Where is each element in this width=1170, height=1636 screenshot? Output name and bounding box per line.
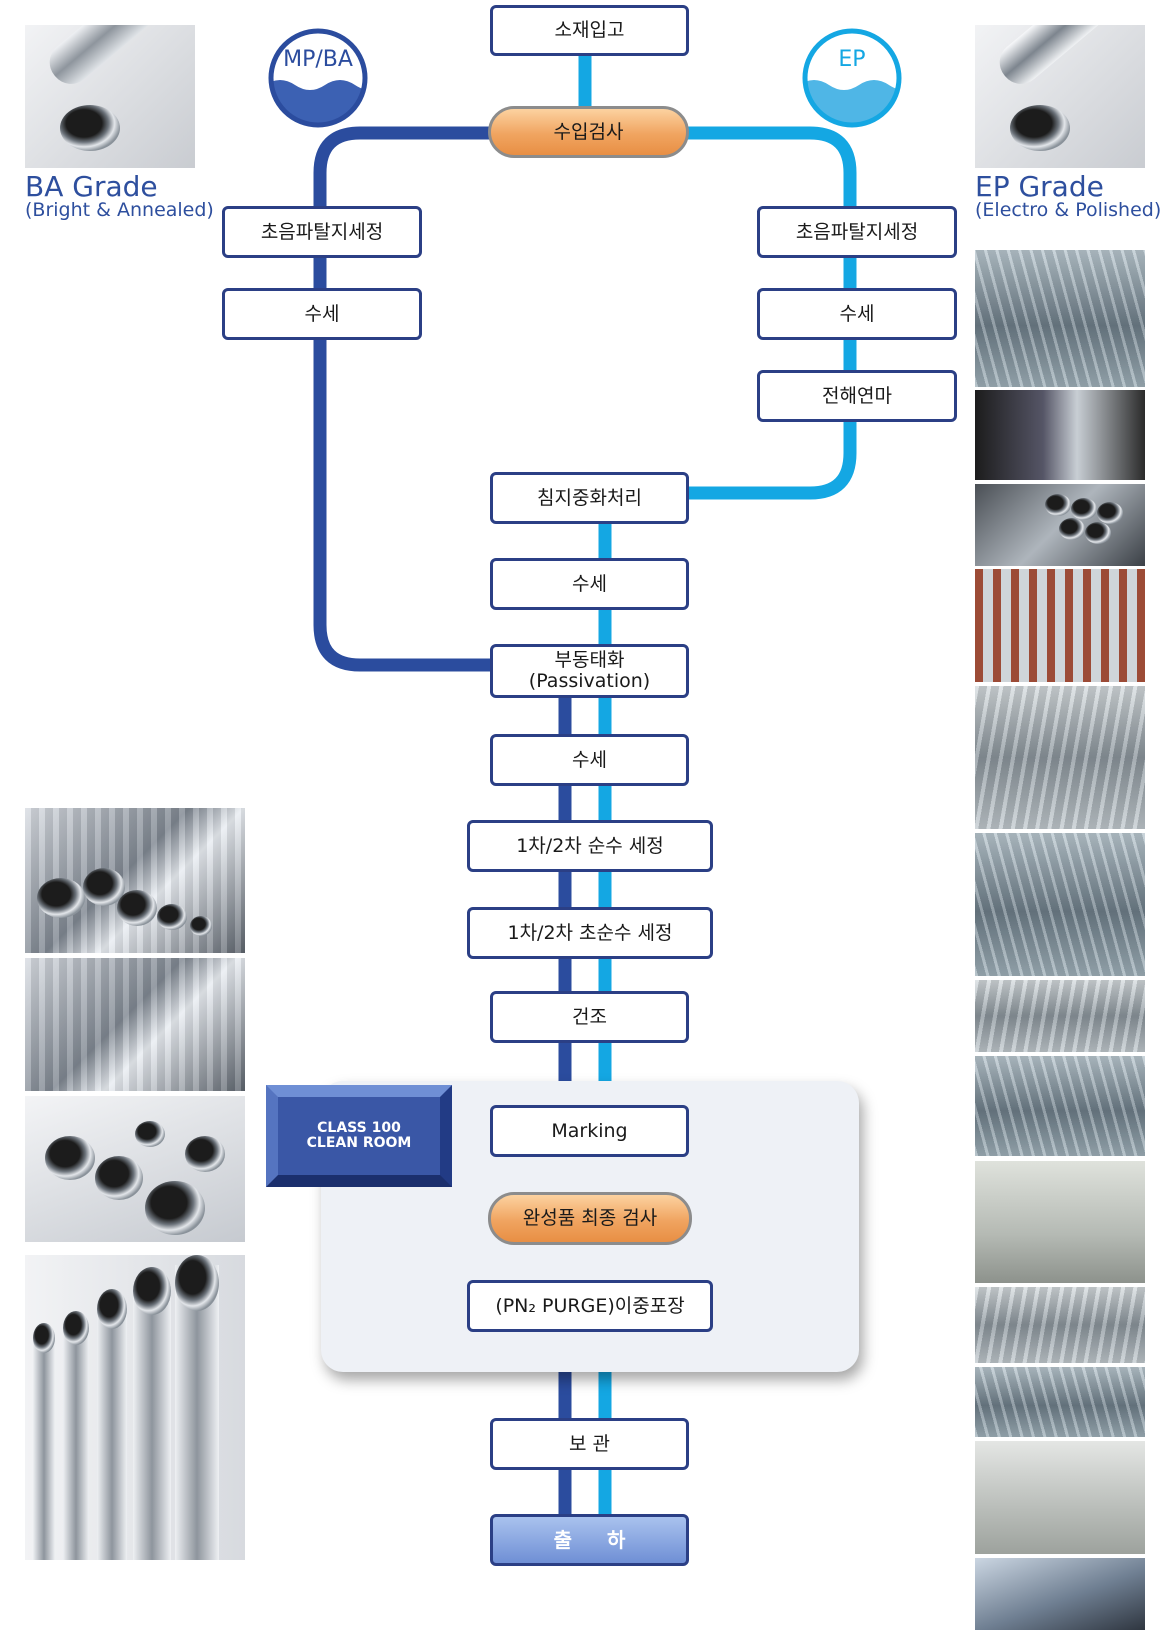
ep-grade-caption: EP Grade (Electro & Polished) xyxy=(975,173,1161,220)
step-ba-ultrasonic-degreasing: 초음파탈지세정 xyxy=(222,206,422,258)
ba-grade-title: BA Grade xyxy=(25,170,158,203)
mipotech-tubes-photo xyxy=(25,1255,245,1560)
step-storage: 보 관 xyxy=(490,1418,689,1470)
ep-line-photo-1 xyxy=(975,250,1145,387)
cleanroom-tubes-photo xyxy=(975,1287,1145,1363)
step-rinse-after-passivation: 수세 xyxy=(490,734,689,786)
mp-ba-circle-icon xyxy=(268,28,368,128)
cleanroom-packing-photo xyxy=(975,1367,1145,1437)
step-material-intake: 소재입고 xyxy=(490,5,689,56)
clean-room-line1: CLASS 100 xyxy=(317,1119,401,1136)
tube-bundle-photo-1 xyxy=(25,808,245,953)
ep-wash-photo xyxy=(975,833,1145,976)
ep-spray-photo xyxy=(975,390,1145,480)
passivation-english: (Passivation) xyxy=(528,670,651,692)
step-marking: Marking xyxy=(490,1105,689,1157)
step-ultrapure-water-wash: 1차/2차 초순수 세정 xyxy=(467,907,713,959)
ep-tube-photo xyxy=(975,25,1145,168)
cleanroom-inspection-photo xyxy=(975,1161,1145,1283)
step-packaging: (PN₂ PURGE)이중포장 xyxy=(467,1280,713,1332)
step-shipping: 출 하 xyxy=(490,1514,689,1566)
step-pure-water-wash: 1차/2차 순수 세정 xyxy=(467,820,713,872)
ba-grade-caption: BA Grade (Bright & Annealed) xyxy=(25,173,214,220)
ep-roller-photo xyxy=(975,980,1145,1052)
step-pickling-neutralization: 침지중화처리 xyxy=(490,472,689,524)
ba-flow-line xyxy=(313,126,490,672)
ep-tubes-photo xyxy=(975,484,1145,566)
step-incoming-inspection: 수입검사 xyxy=(488,106,689,158)
mp-ba-circle-label: MP/BA xyxy=(283,47,353,72)
tube-stack-photo xyxy=(25,1096,245,1242)
step-final-inspection: 완성품 최종 검사 xyxy=(488,1192,692,1245)
cleanroom-hall-photo xyxy=(975,1441,1145,1554)
tube-bundle-photo-2 xyxy=(25,958,245,1091)
ba-tube-photo xyxy=(25,25,195,168)
ep-grade-title: EP Grade xyxy=(975,170,1104,203)
packaging-line-photo xyxy=(975,1558,1145,1630)
ep-grade-subtitle: (Electro & Polished) xyxy=(975,199,1162,221)
clean-room-line2: CLEAN ROOM xyxy=(306,1135,412,1151)
step-passivation: 부동태화 (Passivation) xyxy=(490,644,689,698)
step-rinse-after-pickling: 수세 xyxy=(490,558,689,610)
clean-room-badge: CLASS 100 CLEAN ROOM xyxy=(266,1085,452,1187)
step-ep-ultrasonic-degreasing: 초음파탈지세정 xyxy=(757,206,957,258)
step-drying: 건조 xyxy=(490,991,689,1043)
ep-line-photo-2 xyxy=(975,686,1145,829)
passivation-korean: 부동태화 xyxy=(554,649,625,672)
ep-circle-label: EP xyxy=(838,47,866,72)
step-ba-rinse: 수세 xyxy=(222,288,422,340)
ba-grade-subtitle: (Bright & Annealed) xyxy=(25,199,214,221)
step-ep-rinse: 수세 xyxy=(757,288,957,340)
ep-circle-icon xyxy=(802,28,902,128)
ep-tank-photo xyxy=(975,569,1145,682)
ep-marking-photo xyxy=(975,1056,1145,1156)
step-ep-electropolishing: 전해연마 xyxy=(757,370,957,422)
